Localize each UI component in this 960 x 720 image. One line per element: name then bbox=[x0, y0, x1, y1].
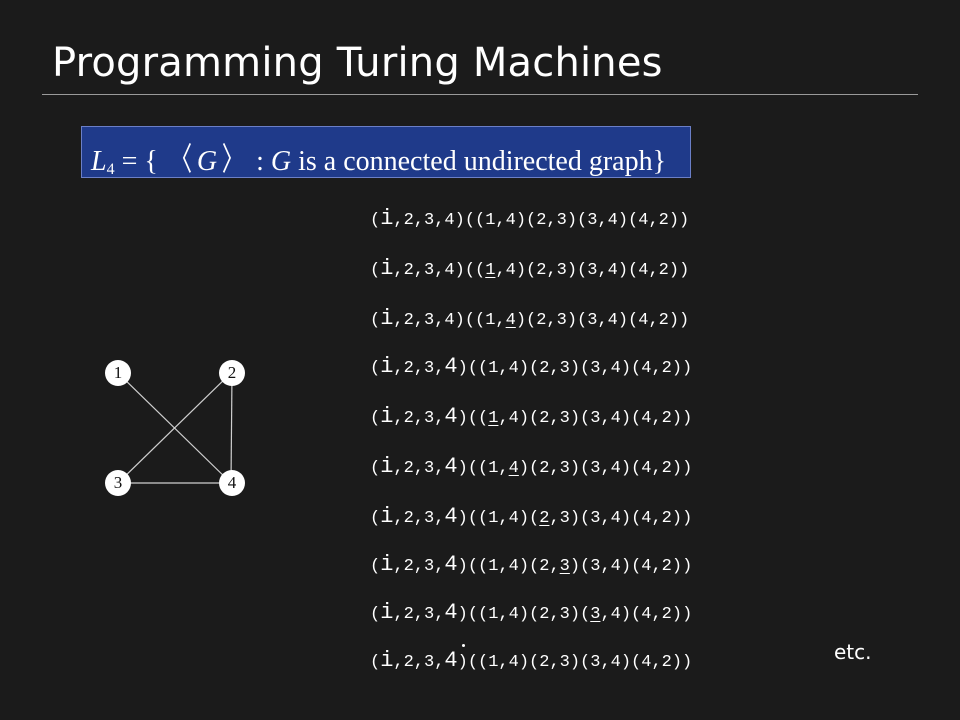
etc-label: etc. bbox=[834, 640, 872, 664]
encoding-line-10: (i,2,3,4)((1,4)(2,3)(3,4)(4,2)) bbox=[370, 648, 693, 673]
definition-highlight-box bbox=[81, 126, 691, 178]
marked-node: 4 bbox=[444, 648, 458, 673]
marked-node: 4 bbox=[444, 354, 458, 379]
graph-symbol-2: G bbox=[270, 146, 292, 177]
language-symbol: L bbox=[91, 146, 107, 177]
equals-brace: = { bbox=[114, 146, 165, 177]
language-definition: L4 = { 〈G〉 : G is a connected undirected… bbox=[91, 134, 666, 180]
left-angle-bracket: 〈 bbox=[169, 141, 193, 177]
graph-edges bbox=[117, 372, 233, 484]
edge-4-2 bbox=[230, 372, 233, 484]
marked-node: 4 bbox=[444, 404, 458, 429]
tape-head-mark: 3 bbox=[590, 605, 601, 624]
language-subscript: 4 bbox=[106, 161, 115, 178]
graph-node-4: 4 bbox=[219, 470, 245, 496]
encoding-line-6: (i,2,3,4)((1,4)(2,3)(3,4)(4,2)) bbox=[370, 454, 693, 479]
tape-head-mark: 1 bbox=[485, 261, 496, 280]
tape-head-mark: 1 bbox=[488, 409, 499, 428]
marked-node: 4 bbox=[444, 454, 458, 479]
encoding-line-9: (i,2,3,4)((1,4)(2,3)(3,4)(4,2)) bbox=[370, 600, 693, 625]
tape-head-mark: 3 bbox=[559, 557, 570, 576]
closing-brace: } bbox=[652, 146, 667, 177]
edge-2-3 bbox=[117, 372, 232, 484]
definition-condition: is a connected undirected graph bbox=[291, 146, 653, 177]
marked-node: 4 bbox=[444, 552, 458, 577]
tape-head-mark: 2 bbox=[539, 509, 550, 528]
tape-head-mark: 4 bbox=[505, 311, 516, 330]
marked-node: 4 bbox=[444, 504, 458, 529]
encoding-line-5: (i,2,3,4)((1,4)(2,3)(3,4)(4,2)) bbox=[370, 404, 693, 429]
encoding-line-7: (i,2,3,4)((1,4)(2,3)(3,4)(4,2)) bbox=[370, 504, 693, 529]
right-angle-bracket: 〉 bbox=[221, 141, 245, 177]
mark-dot bbox=[462, 644, 465, 647]
colon: : bbox=[249, 146, 271, 177]
graph-symbol: G bbox=[196, 146, 218, 177]
graph-node-2: 2 bbox=[219, 360, 245, 386]
graph-node-3: 3 bbox=[105, 470, 131, 496]
encoding-line-8: (i,2,3,4)((1,4)(2,3)(3,4)(4,2)) bbox=[370, 552, 693, 577]
graph-node-1: 1 bbox=[105, 360, 131, 386]
encoding-line-4: (i,2,3,4)((1,4)(2,3)(3,4)(4,2)) bbox=[370, 354, 693, 379]
slide-title: Programming Turing Machines bbox=[52, 40, 663, 86]
encoding-line-3: (i,2,3,4)((1,4)(2,3)(3,4)(4,2)) bbox=[370, 306, 690, 331]
graph-diagram: 1 2 3 4 bbox=[95, 355, 265, 505]
encoding-line-2: (i,2,3,4)((1,4)(2,3)(3,4)(4,2)) bbox=[370, 256, 690, 281]
encoding-line-1: (i,2,3,4)((1,4)(2,3)(3,4)(4,2)) bbox=[370, 206, 690, 231]
tape-head-mark: 4 bbox=[508, 459, 519, 478]
title-divider bbox=[42, 94, 918, 95]
marked-node: 4 bbox=[444, 600, 458, 625]
